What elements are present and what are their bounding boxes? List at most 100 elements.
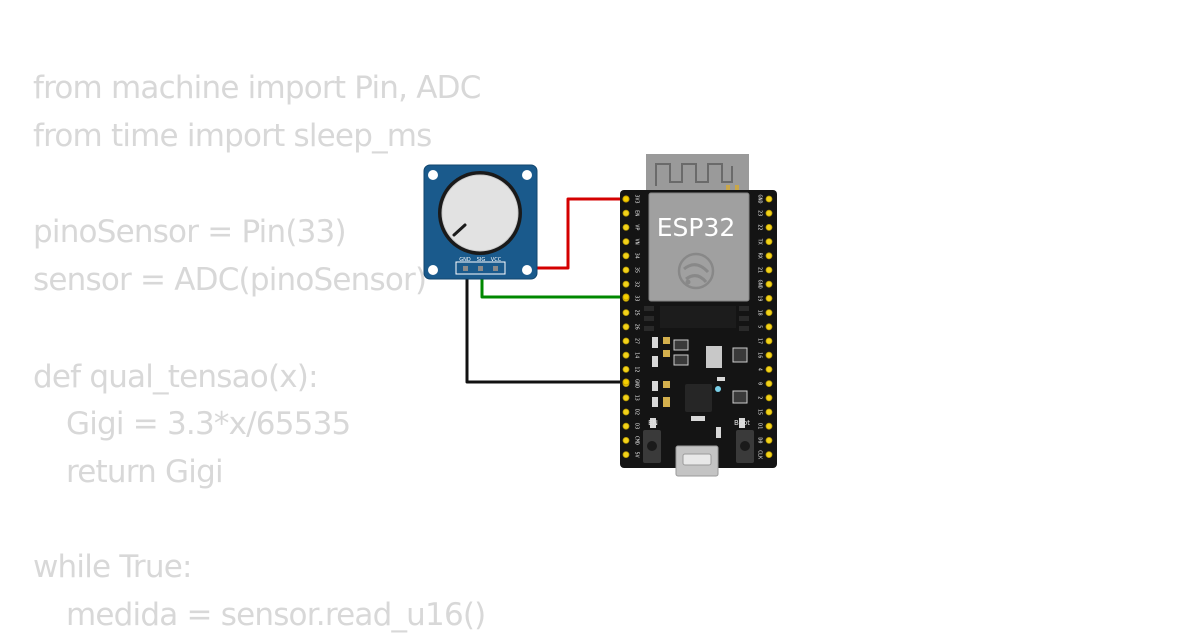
en-button-label: EN [648,419,658,427]
left-header-pin[interactable] [622,436,630,444]
left-header-pin[interactable] [622,408,630,416]
pot-pin-sig[interactable] [478,266,483,271]
right-header-pin[interactable] [765,365,773,373]
left-header-pin[interactable] [622,337,630,345]
pot-pin-vcc[interactable] [493,266,498,271]
right-header-pin[interactable] [765,309,773,317]
right-header-pin[interactable] [765,380,773,388]
left-header-pin[interactable] [622,280,630,288]
left-header-pin[interactable] [622,351,630,359]
right-header-pin[interactable] [765,223,773,231]
smd-components [650,337,748,438]
left-pin-label: 26 [634,324,640,330]
right-header-pin[interactable] [765,323,773,331]
right-pin-label: 22 [757,224,763,230]
left-pin-label: 27 [634,338,640,344]
knob-dial[interactable] [441,174,519,252]
right-pin-label: GND [757,194,763,203]
right-header-pin[interactable] [765,451,773,459]
left-pin-label: 32 [634,281,640,287]
left-pin-label: 3V3 [634,194,640,203]
left-header-pin[interactable] [622,323,630,331]
right-pin-label: 17 [757,338,763,344]
mount-hole [522,265,532,275]
left-pin-label: 25 [634,310,640,316]
mount-hole [428,265,438,275]
right-pin-label: TX [757,239,763,245]
right-pin-label: CLK [757,450,763,459]
left-pin-label: D3 [634,423,640,429]
left-header-pin[interactable] [622,365,630,373]
left-pin-label: CMD [634,436,640,445]
right-pin-label: RX [757,253,763,259]
right-header-pin[interactable] [765,337,773,345]
left-header-pin[interactable] [622,266,630,274]
right-header-pin[interactable] [765,351,773,359]
code-line: Gigi = 3.3*x/65535 [66,406,351,442]
right-header-pin[interactable] [765,294,773,302]
right-header-pin[interactable] [765,280,773,288]
left-header-pin[interactable] [622,238,630,246]
right-pin-label: 15 [757,409,763,415]
wire-ground[interactable] [465,268,626,384]
wifi-shield [648,192,750,302]
right-header-pin[interactable] [765,394,773,402]
esp32-title: ESP32 [657,213,736,242]
right-pin-label: 23 [757,210,763,216]
code-line: sensor = ADC(pinoSensor) [33,262,427,298]
left-header-pin[interactable] [622,223,630,231]
right-pin-label: 0 [757,382,763,385]
en-button[interactable] [643,430,661,463]
micro-usb-port[interactable] [675,445,719,477]
left-pin-label: 13 [634,395,640,401]
code-line: return Gigi [66,454,224,490]
left-pin-label: 12 [634,366,640,372]
antenna-trace [655,163,733,186]
left-pin-label: D2 [634,409,640,415]
pot-pin-gnd[interactable] [463,266,468,271]
left-pin-label: 5V [634,452,640,458]
right-pin-label: 2 [757,396,763,399]
right-pin-label: 18 [757,310,763,316]
wire-endpoint [622,378,630,386]
right-header-pin[interactable] [765,195,773,203]
left-pin-label: 35 [634,267,640,273]
right-header-pin[interactable] [765,209,773,217]
wire-endpoint [622,293,630,301]
pin-label-vcc: VCC [491,257,502,263]
right-header-pin[interactable] [765,266,773,274]
usb-uart-chip [685,384,712,412]
right-header-pin[interactable] [765,408,773,416]
right-pin-label: 5 [757,325,763,328]
left-header-pin[interactable] [622,451,630,459]
potentiometer[interactable]: GND SIG VCC [423,164,538,280]
boot-button[interactable] [736,430,754,463]
right-header-pin[interactable] [765,436,773,444]
left-header-pin[interactable] [622,209,630,217]
right-header-pin[interactable] [765,238,773,246]
antenna-module [646,154,749,194]
right-pin-label: D1 [757,423,763,429]
left-pin-label: 34 [634,253,640,259]
left-header-pin[interactable] [622,394,630,402]
left-pin-label: 33 [634,295,640,301]
right-header-pin[interactable] [765,252,773,260]
left-header-pin[interactable] [622,422,630,430]
left-header-pin[interactable] [622,252,630,260]
code-line: from time import sleep_ms [33,118,432,154]
code-line: def qual_tensao(x): [33,359,319,395]
right-pin-label: D0 [757,437,763,443]
mount-hole [428,170,438,180]
right-header-pin[interactable] [765,422,773,430]
right-pin-label: GND [757,280,763,289]
right-pin-label: 4 [757,368,763,371]
left-header-pin[interactable] [622,309,630,317]
esp32-board[interactable]: ESP32 [620,154,777,477]
wire-endpoint [622,195,630,203]
code-line: medida = sensor.read_u16() [66,597,486,633]
left-pin-label: GND [634,379,640,388]
boot-button-label: Boot [734,419,750,427]
code-line: from machine import Pin, ADC [33,70,481,106]
